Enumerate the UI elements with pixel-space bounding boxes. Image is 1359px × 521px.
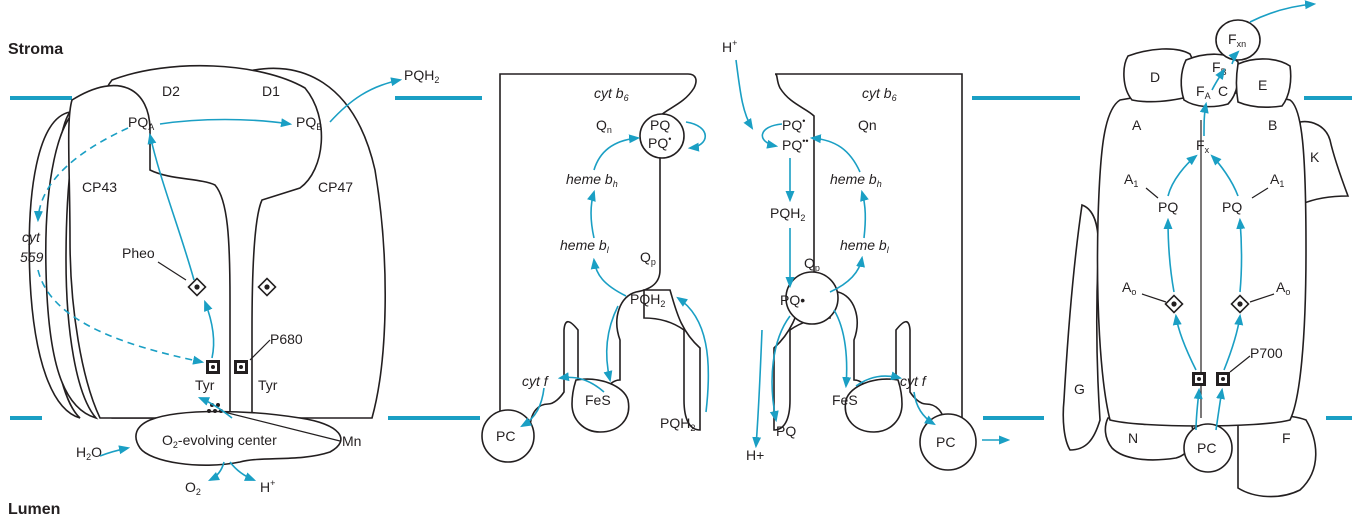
mn-label: Mn	[342, 433, 361, 449]
pq-radical-right-label: PQ•	[780, 292, 805, 308]
cytb6-left-label: cyt b6	[594, 85, 629, 103]
h2o-label: H2O	[76, 444, 102, 462]
cytb6f-left-monomer: cyt b6 Qn PQ PQ• heme bh heme bl Qp PQH2…	[482, 74, 708, 462]
ps1-g-label: G	[1074, 381, 1085, 397]
hplus-label: H+	[260, 478, 275, 495]
fes-right-label: FeS	[832, 392, 858, 408]
ps1-c-label: C	[1218, 83, 1228, 99]
ps1-subunit-k	[1300, 122, 1348, 204]
photosystem-i: D C E Fxn FB FA A B K Fx A1 A1 PQ PQ Ao …	[1063, 4, 1348, 497]
heme-bl-left-label: heme bl	[560, 237, 610, 255]
lumen-label: Lumen	[8, 501, 60, 518]
pqh2-out-label: PQH2	[404, 67, 439, 85]
p680-right-icon	[234, 360, 248, 374]
cytf-left-label: cyt f	[522, 373, 550, 389]
tyr-left-label: Tyr	[195, 377, 215, 393]
ps1-a-label: A	[1132, 117, 1142, 133]
p680-left-icon	[206, 360, 220, 374]
hplus-out-right-label: H+	[746, 447, 764, 463]
pqh2-low-left-label: PQH2	[660, 415, 695, 433]
ps1-k-label: K	[1310, 149, 1320, 165]
ps1-subunit-g	[1063, 205, 1100, 450]
cytb6-right-label: cyt b6	[862, 85, 897, 103]
hplus-top-right-label: H+	[722, 38, 737, 55]
pc-left-label: PC	[496, 428, 515, 444]
cytb6f-right-monomer: H+ cyt b6 Qn PQ• PQ•• PQH2 heme bh heme …	[722, 38, 1008, 470]
p700-left-icon	[1192, 372, 1206, 386]
cyt559-label-a: cyt	[22, 229, 41, 245]
pq-dot-left-label: PQ•	[648, 134, 671, 151]
pqh2-right-label: PQH2	[770, 205, 805, 223]
ps1-e-label: E	[1258, 77, 1267, 93]
p680-label: P680	[270, 331, 303, 347]
o2-label: O2	[185, 479, 201, 497]
p700-label: P700	[1250, 345, 1283, 361]
pc-right-label: PC	[936, 434, 955, 450]
ps1-d-label: D	[1150, 69, 1160, 85]
ps1-pq-right-label: PQ	[1222, 199, 1242, 215]
cp47-label: CP47	[318, 179, 353, 195]
pq-left-label: PQ	[650, 117, 670, 133]
pqh2-left-label: PQH2	[630, 291, 665, 309]
pq-dot-right-label: PQ•	[782, 116, 805, 133]
tyr-right-label: Tyr	[258, 377, 278, 393]
ps1-f-label: F	[1282, 430, 1291, 446]
pq-out-right-label: PQ	[776, 423, 796, 439]
heme-bh-left-label: heme bh	[566, 171, 618, 189]
p700-right-icon	[1216, 372, 1230, 386]
ps1-pq-left-label: PQ	[1158, 199, 1178, 215]
ps1-subunit-f	[1238, 416, 1316, 497]
cyt559-label-b: 559	[20, 249, 44, 265]
pq-ddot-right-label: PQ••	[782, 136, 809, 153]
fes-left-label: FeS	[585, 392, 611, 408]
o2-evolving-center-label: O2-evolving center	[162, 432, 277, 450]
pheo-label: Pheo	[122, 245, 155, 261]
heme-bl-right-label: heme bl	[840, 237, 890, 255]
ps1-n-label: N	[1128, 430, 1138, 446]
stroma-label: Stroma	[8, 41, 63, 58]
heme-bh-right-label: heme bh	[830, 171, 882, 189]
photosystem-ii: D2 D1 CP43 CP47 PQA PQB PQH2 cyt 559 Phe…	[20, 66, 439, 497]
d2-label: D2	[162, 83, 180, 99]
cp43-label: CP43	[82, 179, 117, 195]
ps1-b-label: B	[1268, 117, 1277, 133]
ps1-pc-label: PC	[1197, 440, 1216, 456]
d1-label: D1	[262, 83, 280, 99]
cytf-right-label: cyt f	[900, 373, 928, 389]
qn-right-label: Qn	[858, 117, 877, 133]
